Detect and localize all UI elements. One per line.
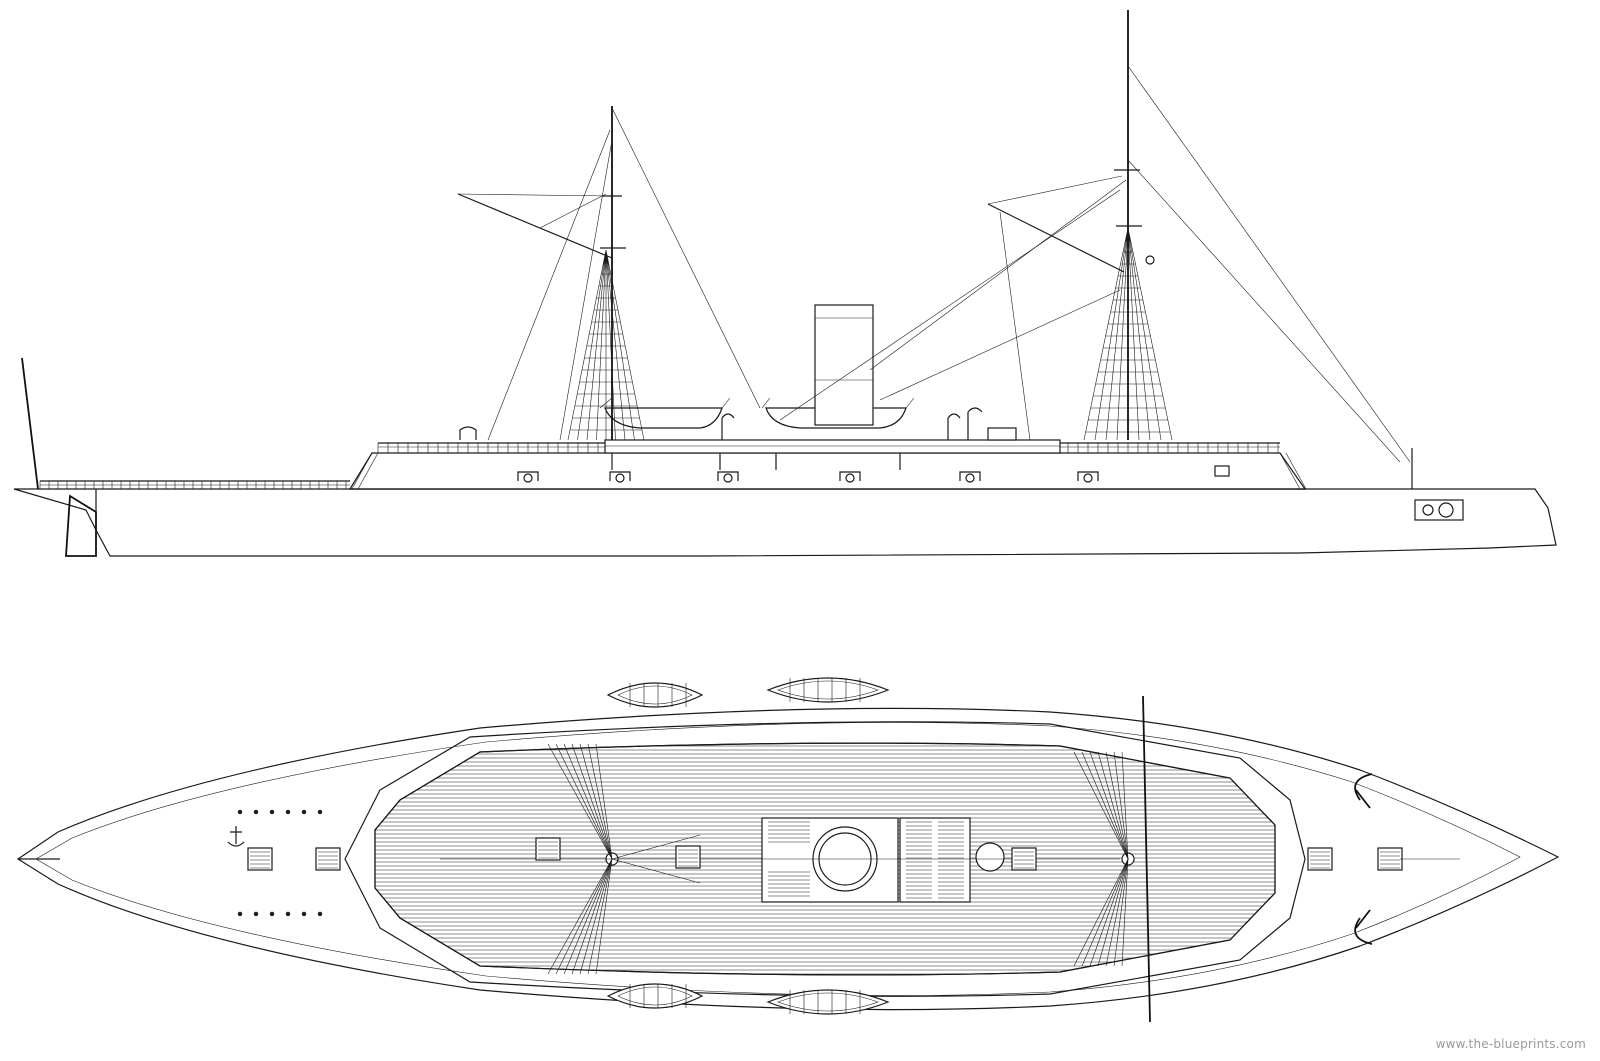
ventilator — [947, 413, 961, 440]
skylight — [987, 427, 1017, 441]
side-elevation — [13, 10, 1557, 557]
main-yard — [1142, 695, 1151, 1023]
funnel — [814, 304, 874, 426]
bridge-deck — [604, 439, 1061, 454]
anchor-hawse — [1414, 499, 1464, 521]
stern-ladder — [351, 452, 379, 490]
mizzen-mast — [457, 106, 761, 441]
casemate — [348, 452, 1307, 490]
plan-inner-line — [35, 722, 1521, 996]
ventilator-aft — [721, 413, 735, 440]
plan-lifeboats — [606, 677, 890, 1015]
watermark: www.the-blueprints.com — [1435, 1037, 1586, 1051]
bow-ladder — [1279, 452, 1307, 490]
main-mast — [779, 10, 1411, 463]
aft-railing — [39, 480, 350, 489]
anchor-starboard — [1354, 909, 1373, 945]
hull-outline — [13, 488, 1557, 557]
flagstaff — [21, 357, 39, 490]
deck-plan — [16, 677, 1560, 1023]
gun-ports — [517, 471, 1099, 483]
anchor-port — [1354, 773, 1373, 809]
